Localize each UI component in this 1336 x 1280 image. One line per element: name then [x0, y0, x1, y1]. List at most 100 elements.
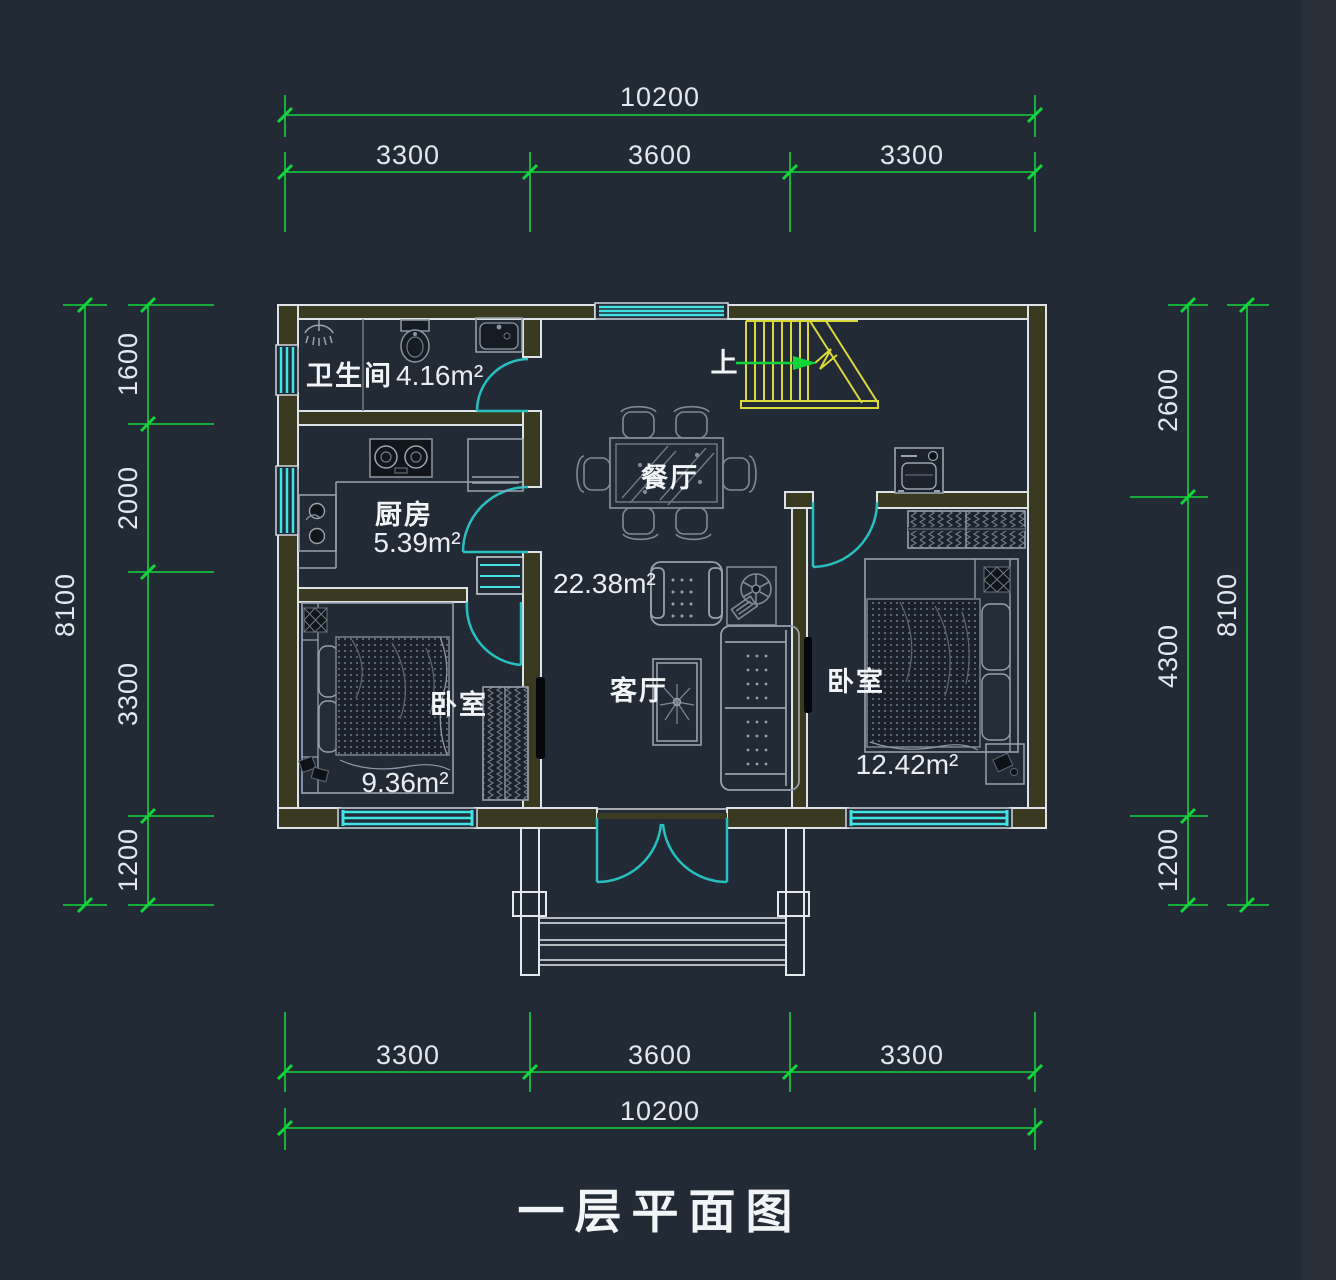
dim-right-seg2: 4300 — [1153, 624, 1183, 688]
porch-post — [785, 827, 805, 976]
wall — [1027, 304, 1047, 829]
wall — [876, 491, 1029, 509]
stove-icon — [369, 438, 433, 478]
chair-icon — [583, 457, 611, 491]
dim-right-overall: 8100 — [1212, 573, 1242, 637]
stairs-break-line — [814, 348, 838, 370]
bed-right-icon — [864, 558, 1019, 753]
dim-bottom-seg3: 3300 — [880, 1040, 944, 1070]
nightstand-icon — [985, 743, 1025, 785]
coffee-table-icon — [652, 658, 702, 746]
window-kitchen-icon — [275, 465, 299, 536]
drawing-title: 一层平面图 — [518, 1185, 803, 1238]
washing-machine-icon — [894, 447, 944, 494]
pillow-icon — [981, 603, 1011, 671]
room-area-bedroom-right: 12.42m² — [856, 749, 959, 780]
windows — [275, 302, 1013, 829]
kitchen-door-icon — [461, 485, 529, 554]
wall — [726, 807, 849, 829]
stairs-up-label: 上 — [711, 348, 738, 378]
porch-column — [777, 891, 810, 917]
dim-top-seg2: 3600 — [628, 140, 692, 170]
entry-double-door-icon — [595, 818, 729, 884]
bed-decor-icon — [303, 607, 328, 633]
room-label-kitchen: 厨房 — [375, 500, 433, 530]
room-area-bathroom: 4.16m² — [396, 360, 483, 391]
washbasin-icon — [475, 317, 523, 353]
chair-back — [748, 455, 757, 493]
sofa-icon — [720, 625, 800, 791]
dim-top-overall: 10200 — [620, 82, 700, 112]
dim-bottom-seg1: 3300 — [376, 1040, 440, 1070]
chair-back — [675, 533, 712, 541]
wall — [277, 807, 341, 829]
dim-right-seg1: 2600 — [1153, 368, 1183, 432]
dim-top-seg3: 3300 — [880, 140, 944, 170]
doors — [461, 357, 879, 884]
dim-bottom-overall: 10200 — [620, 1096, 700, 1126]
stairs-icon — [740, 320, 879, 409]
blanket — [866, 598, 981, 748]
pillow-icon — [981, 673, 1011, 741]
window-bedroom-right-icon — [845, 807, 1013, 829]
pillow-icon — [318, 700, 339, 753]
dim-left-seg1: 1600 — [113, 332, 143, 396]
tv-icon — [804, 637, 812, 713]
room-area-bedroom-left: 9.36m² — [361, 767, 448, 798]
wall — [277, 304, 596, 320]
blanket — [335, 636, 450, 756]
fan-icon — [726, 566, 777, 626]
chair-icon — [622, 507, 655, 535]
room-area-kitchen: 5.39m² — [373, 527, 460, 558]
wardrobe-left-icon — [482, 686, 529, 801]
right-edge-shade — [1302, 0, 1336, 1280]
porch-steps — [540, 917, 786, 966]
pillow-icon — [318, 645, 339, 698]
bedroom-left-door-icon — [465, 601, 523, 667]
wall — [784, 491, 814, 509]
chair-back — [620, 405, 657, 413]
window-bathroom-icon — [275, 344, 299, 396]
wall — [297, 410, 524, 426]
dim-right-seg3: 1200 — [1153, 828, 1183, 892]
wall — [277, 532, 299, 829]
kitchen-pass-window-icon — [476, 556, 524, 595]
stairs-up-arrow-icon — [736, 356, 817, 370]
porch-column — [512, 891, 547, 917]
kitchen-sink-icon — [298, 494, 337, 552]
chair-icon — [675, 411, 708, 439]
tv-icon — [536, 677, 545, 759]
chair-back — [622, 533, 659, 541]
bedroom-right-door-icon — [811, 501, 879, 569]
wall — [277, 304, 299, 348]
chair-icon — [622, 411, 655, 439]
bed-left-icon — [298, 602, 454, 794]
dim-left-overall: 8100 — [50, 573, 80, 637]
dim-left-seg2: 2000 — [113, 466, 143, 530]
room-label-bedroom-right: 卧室 — [827, 666, 885, 697]
porch-post — [520, 827, 540, 976]
bathroom-door-icon — [475, 357, 529, 413]
wall — [277, 392, 299, 469]
window-north-icon — [594, 302, 729, 320]
porch — [512, 827, 810, 976]
wall — [727, 304, 1047, 320]
dim-left-seg4: 1200 — [113, 828, 143, 892]
dimension-lines — [63, 95, 1269, 1150]
dim-left-seg3: 3300 — [113, 662, 143, 726]
wall — [522, 410, 542, 488]
wall — [474, 807, 598, 829]
chair-back — [673, 405, 710, 413]
chair-back — [576, 455, 585, 493]
toilet-icon — [400, 319, 430, 363]
window-bedroom-left-icon — [337, 807, 478, 829]
armchair-icon — [650, 561, 723, 626]
room-label-living: 客厅 — [610, 675, 668, 706]
chair-icon — [675, 507, 708, 535]
bed-decor-icon — [983, 566, 1011, 593]
dining-chairs — [576, 405, 757, 541]
dim-top-seg1: 3300 — [376, 140, 440, 170]
dim-bottom-seg2: 3600 — [628, 1040, 692, 1070]
